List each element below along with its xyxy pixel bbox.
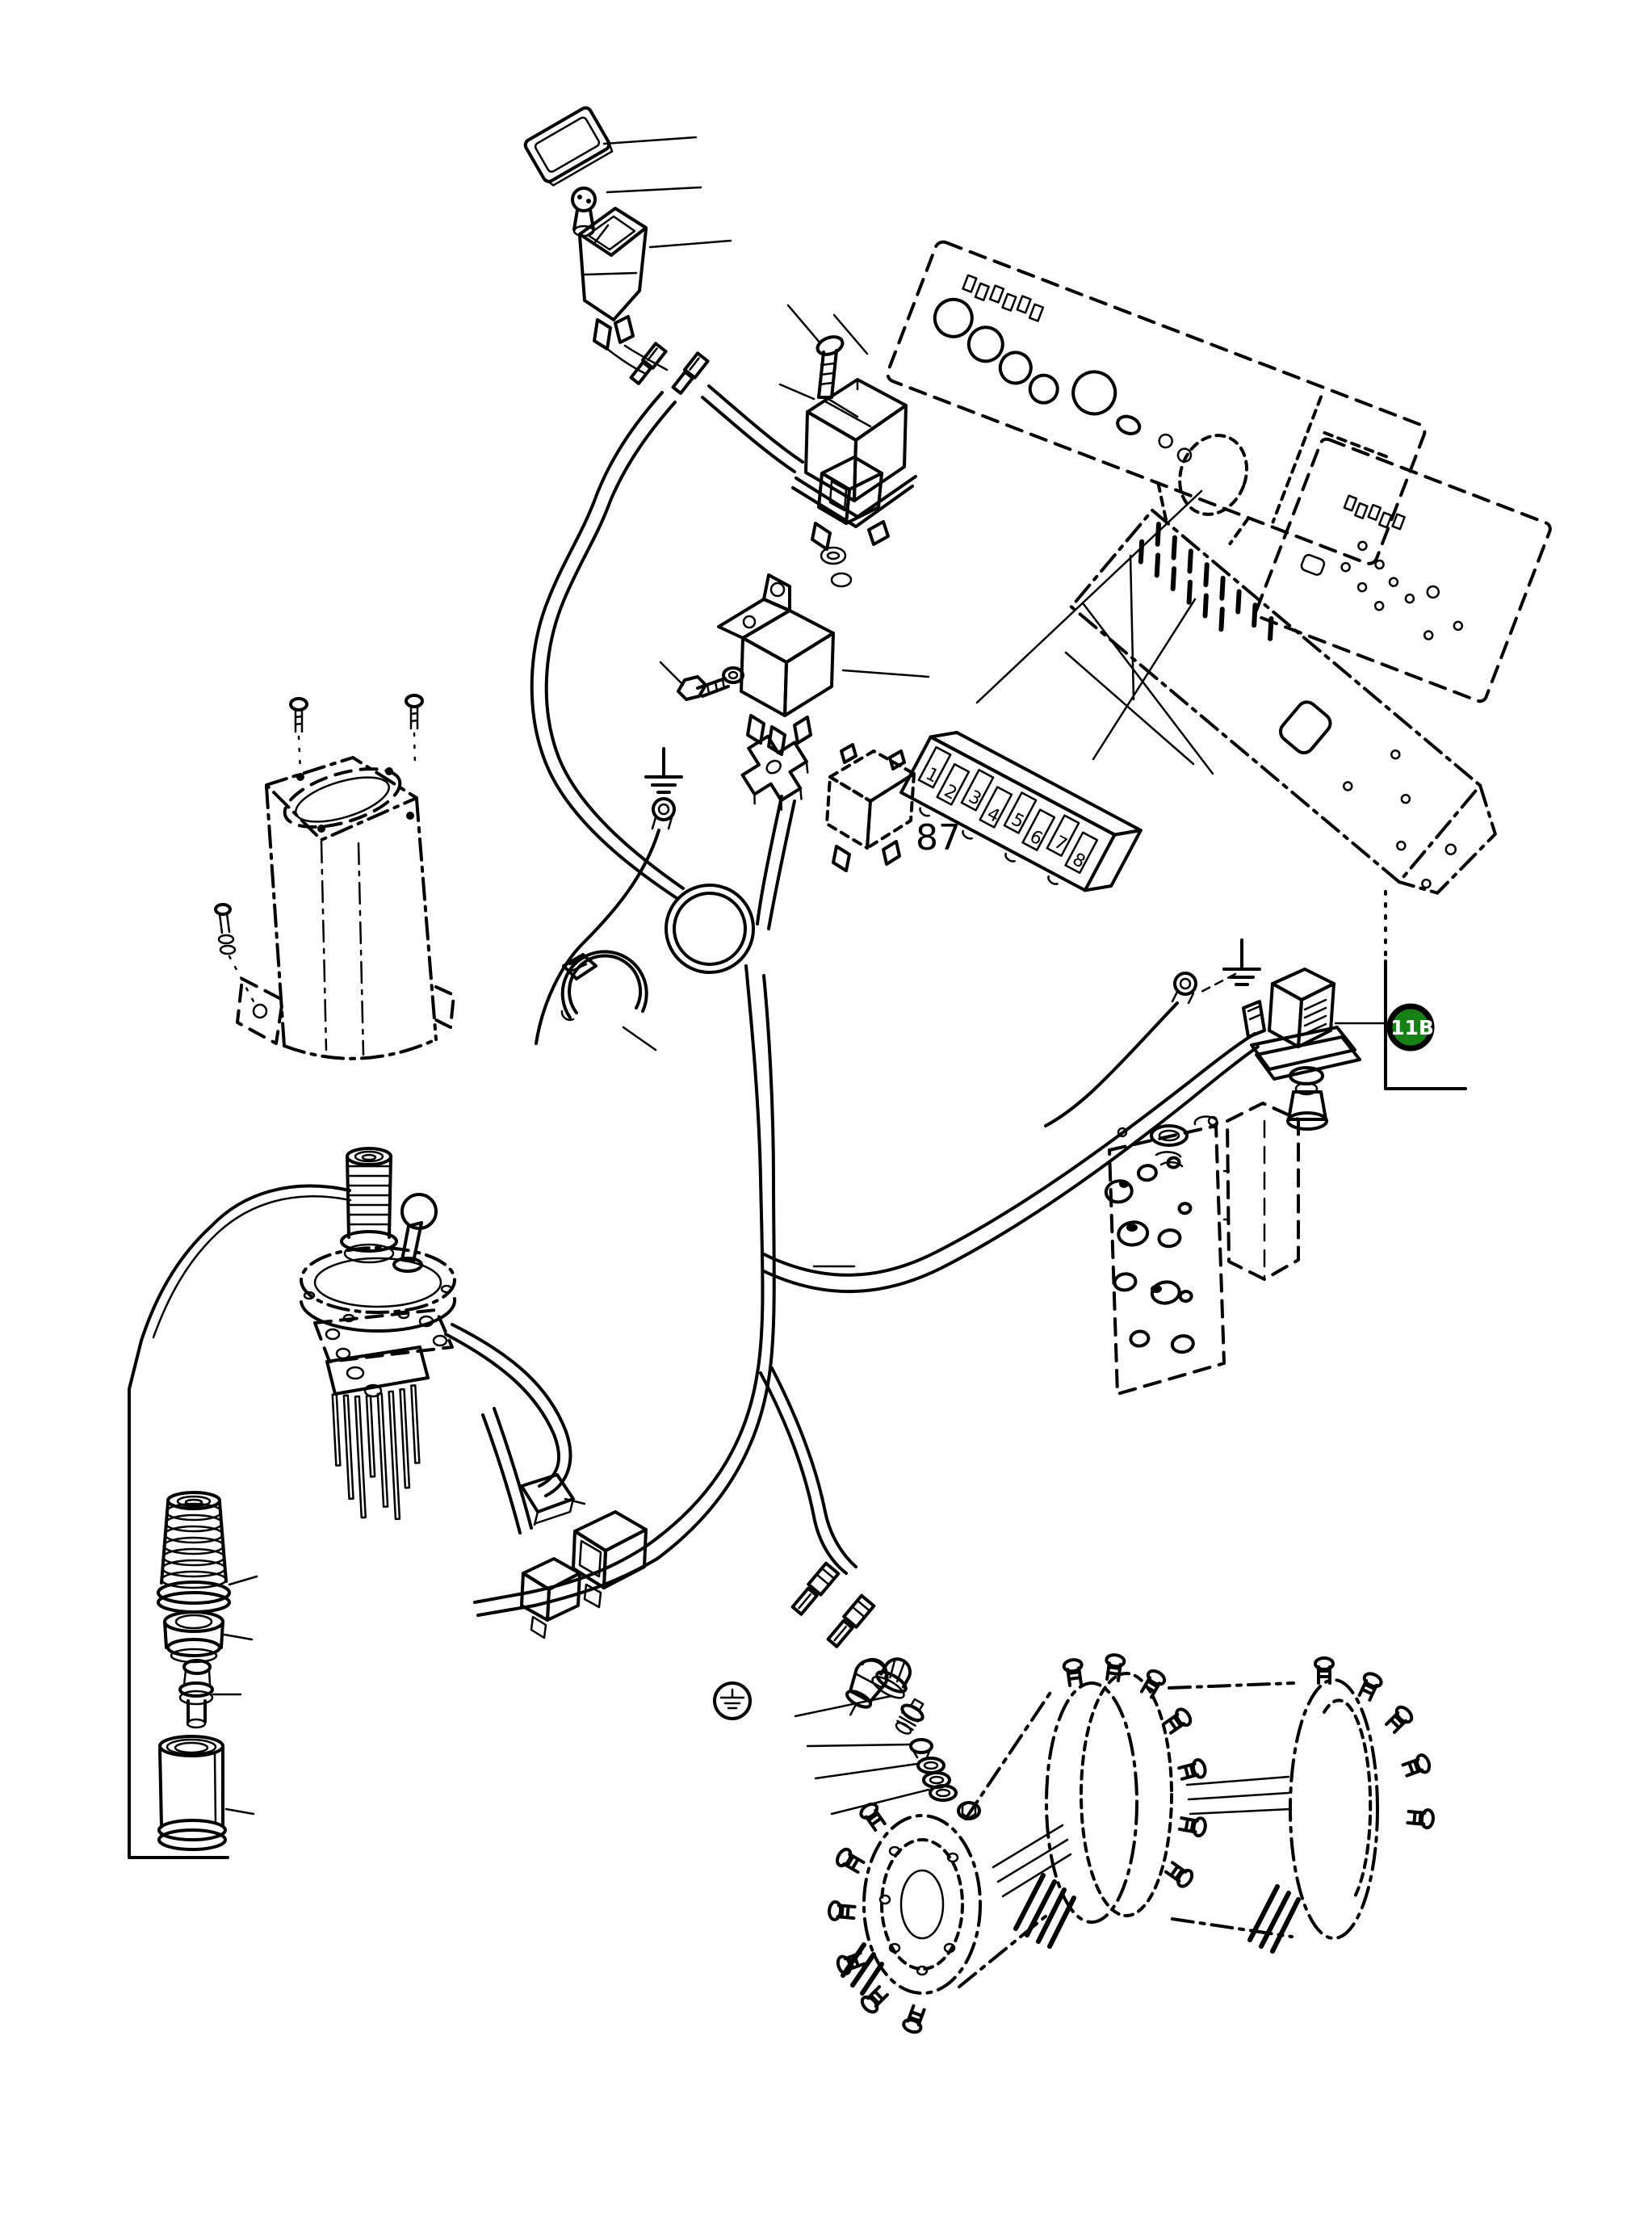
bottom-connector-small — [520, 1557, 581, 1639]
indicator-lens — [523, 106, 614, 187]
joystick — [300, 1147, 457, 1521]
ground-symbol-right — [1197, 938, 1261, 995]
boot-bellows — [157, 1491, 258, 1614]
console — [236, 756, 455, 1060]
spade-terminals-bottom — [790, 1561, 876, 1648]
solenoid-coil — [1242, 968, 1387, 1081]
ring-terminal-mid — [535, 797, 676, 1045]
relay-87: 87 — [825, 743, 961, 872]
pin-plug — [178, 1659, 242, 1729]
relay-top — [791, 378, 917, 588]
switch-spade-terminals — [606, 342, 710, 395]
hose-clamp — [560, 950, 648, 1022]
wiring-harness-upper — [530, 384, 804, 974]
sleeve — [157, 1735, 255, 1851]
instrument-panel-upper — [886, 240, 1427, 565]
bulb-plug — [845, 1657, 889, 1716]
rocker-switch — [578, 207, 648, 351]
valve-body — [1104, 1102, 1300, 1396]
relay-mid — [717, 573, 835, 756]
connector-4pin — [740, 734, 809, 811]
callout-badge[interactable]: 11B — [1386, 1003, 1435, 1052]
instrument-panel-right — [1255, 437, 1552, 703]
callout-bracket — [1384, 890, 1467, 1090]
bulb — [571, 187, 597, 237]
harness-trunk — [473, 795, 857, 1617]
adapter-nut — [163, 1610, 254, 1664]
ring-terminal-right — [1044, 972, 1197, 1127]
ground-circle-symbol — [713, 1681, 752, 1720]
fuse-box: 1 2 3 4 5 6 7 8 — [899, 730, 1143, 892]
bottom-connector-large — [572, 1510, 648, 1609]
sensor-parts — [871, 1657, 958, 1802]
relay-87-label: 87 — [916, 817, 961, 859]
bolt-mid — [677, 666, 744, 701]
callout-badge-label[interactable]: 11B — [1390, 1016, 1434, 1039]
leader-lines — [602, 136, 1203, 1268]
solenoid-plunger — [1286, 1066, 1328, 1131]
console-side-screw — [214, 903, 255, 1003]
joystick-wires — [444, 1323, 586, 1526]
parts-column-bracket — [128, 1184, 352, 1859]
winch-assembly — [827, 1652, 1436, 2036]
solenoid-cable — [761, 1032, 1260, 1293]
dash-panel-lower — [1069, 508, 1497, 895]
console-screws — [289, 694, 424, 774]
ground-symbol-mid — [644, 747, 683, 794]
winch-leader-lines — [794, 1694, 930, 1816]
callout-badge-circle[interactable] — [1386, 1003, 1435, 1052]
